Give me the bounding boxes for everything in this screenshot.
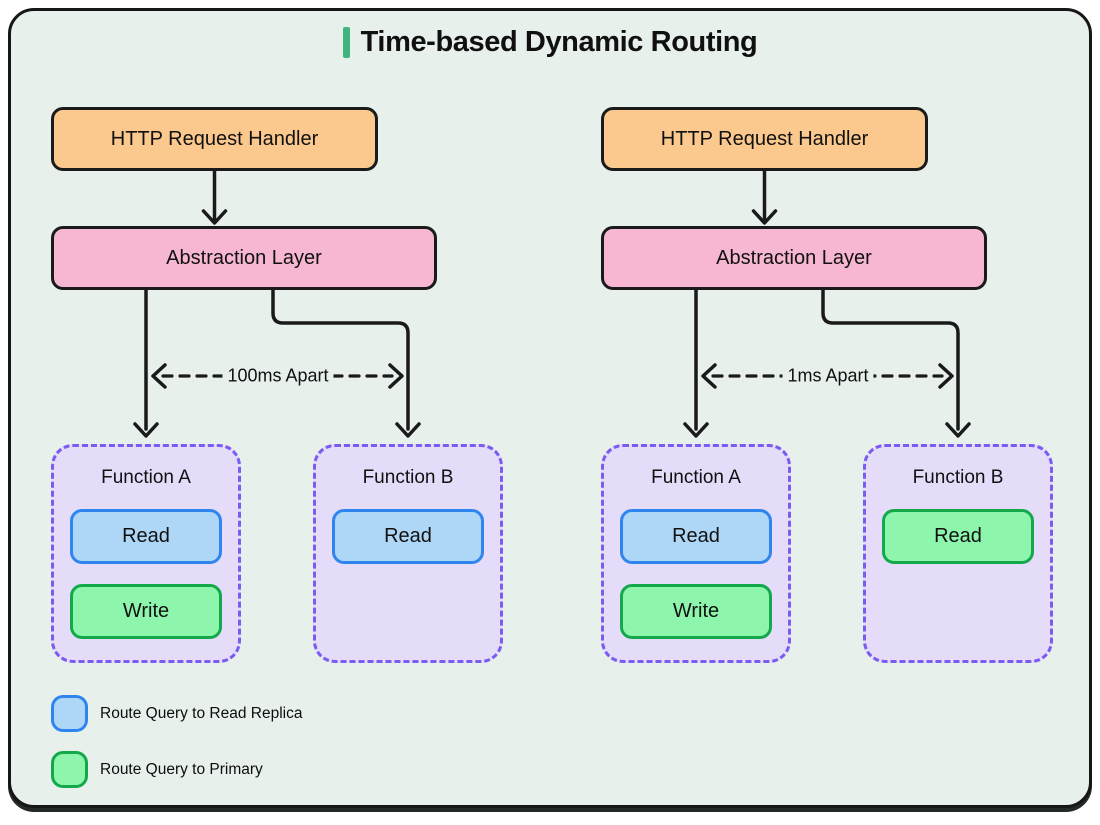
connector-right-abstraction-to-function-b (821, 288, 971, 438)
primary-swatch-icon (51, 751, 88, 788)
right-function-b-container: Function B Read (863, 444, 1053, 663)
left-function-a-write-op: Write (70, 584, 222, 639)
right-function-b-read-op: Read (882, 509, 1034, 564)
left-time-gap-label: 100ms Apart (222, 364, 334, 388)
right-http-request-handler-node: HTTP Request Handler (601, 107, 928, 171)
function-title: Function B (362, 467, 454, 488)
legend: Route Query to Read Replica Route Query … (51, 695, 302, 788)
right-time-gap-label: 1ms Apart (782, 364, 874, 388)
legend-item-read-replica: Route Query to Read Replica (51, 695, 302, 732)
title-block: Time-based Dynamic Routing (11, 26, 1089, 59)
connector-left-handler-to-abstraction (201, 169, 228, 225)
legend-label: Route Query to Read Replica (100, 704, 303, 722)
left-function-a-container: Function A Read Write (51, 444, 241, 663)
title-accent-bar-icon (342, 27, 350, 58)
right-function-a-write-op: Write (620, 584, 772, 639)
diagram-canvas: Time-based Dynamic Routing (8, 8, 1092, 808)
function-title: Function B (912, 467, 1004, 488)
connector-left-abstraction-to-function-a (133, 288, 159, 438)
connector-right-handler-to-abstraction (751, 169, 778, 225)
right-function-a-read-op: Read (620, 509, 772, 564)
left-function-b-container: Function B Read (313, 444, 503, 663)
connector-right-abstraction-to-function-a (683, 288, 709, 438)
page-title: Time-based Dynamic Routing (360, 26, 758, 58)
legend-item-primary: Route Query to Primary (51, 751, 302, 788)
function-title: Function A (101, 467, 191, 488)
connector-left-abstraction-to-function-b (271, 288, 421, 438)
right-function-a-container: Function A Read Write (601, 444, 791, 663)
read-replica-swatch-icon (51, 695, 88, 732)
function-title: Function A (651, 467, 741, 488)
left-abstraction-layer-node: Abstraction Layer (51, 226, 437, 290)
left-function-b-read-op: Read (332, 509, 484, 564)
legend-label: Route Query to Primary (100, 760, 263, 778)
right-abstraction-layer-node: Abstraction Layer (601, 226, 987, 290)
left-function-a-read-op: Read (70, 509, 222, 564)
left-http-request-handler-node: HTTP Request Handler (51, 107, 378, 171)
